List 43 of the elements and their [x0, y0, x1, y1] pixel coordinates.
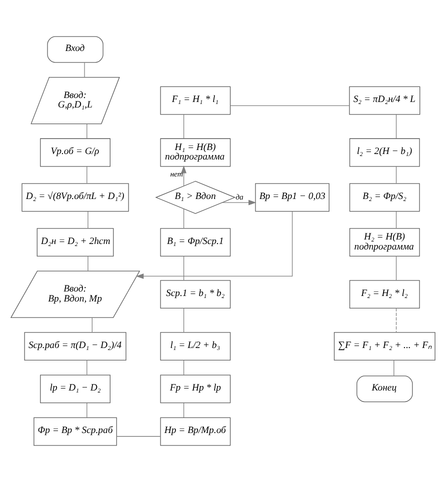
connector: [396, 210, 397, 228]
node-box: Φр = Bр * Sср.раб: [34, 416, 117, 446]
node-box: ∑F = F₁ + F₂ + ... + Fₙ: [334, 332, 436, 360]
node-box: lр = D₁ − D₂: [40, 374, 110, 403]
node-box: B₂ = Φр/S₂: [349, 182, 420, 212]
connector: [396, 307, 397, 332]
node-box: Конец: [356, 375, 413, 402]
connector: [183, 307, 184, 332]
arrow: [136, 210, 293, 278]
connector: [86, 122, 88, 138]
connector: [183, 360, 184, 375]
connector: [230, 104, 350, 106]
arrow: [181, 164, 186, 186]
node-box: F₁ = H₁ * l₁: [160, 86, 231, 114]
connector: [183, 402, 184, 418]
node-box: D₂ = √(8Vр.об/πL + D₁²): [22, 182, 129, 212]
connector: [396, 255, 397, 280]
node-box: Fр = Hр * lр: [160, 374, 231, 403]
node-box: H₂ = H(B) подпрограмма: [349, 228, 420, 256]
node-diamond: B₁ > Bдоп: [155, 180, 236, 214]
connector: [396, 166, 397, 184]
node-box: l₁ = L/2 + b₃: [160, 332, 231, 360]
connector: [86, 359, 88, 375]
connector: [86, 402, 88, 418]
node-box: l₂ = 2(H − b₁): [349, 138, 420, 166]
arrow: [222, 199, 256, 205]
node-box: Vр.об = G/ρ: [40, 138, 110, 166]
node-box: B₁ = Φр/Sср.1: [160, 228, 231, 256]
node-box: Вход: [47, 36, 104, 62]
connector: [86, 166, 88, 184]
node-box: Sср.раб = π(D₁ − D₂)/4: [24, 332, 126, 360]
node-box: F₂ = H₂ * l₂: [349, 280, 420, 308]
connector: [183, 114, 184, 138]
connector: [183, 208, 184, 228]
connector: [396, 114, 397, 138]
connector: [84, 62, 85, 77]
node-box: S₂ = πD₂н/4 * L: [349, 86, 420, 114]
node-box: Bр = Bр1 − 0,03: [255, 182, 330, 212]
node-box: Sср.1 = b₁ * b₂: [160, 280, 231, 308]
connector: [183, 255, 184, 280]
node-box: D₂н = D₂ + 2hст: [36, 228, 114, 256]
node-box: Hр = Bр/Mр.об: [160, 416, 231, 446]
node-box: H₁ = H(B) подпрограмма: [160, 138, 231, 166]
